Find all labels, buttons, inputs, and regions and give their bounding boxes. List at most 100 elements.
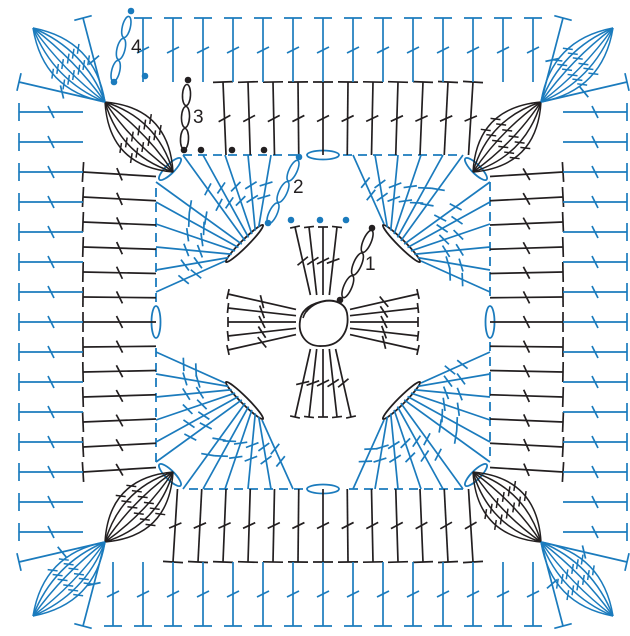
stitch-top [304, 226, 314, 227]
round-2-stitch [408, 202, 490, 248]
round-1-stitch [227, 327, 296, 341]
stitch-top [563, 412, 564, 432]
round-3-corner-fan [473, 472, 541, 542]
round-3-stitch [490, 437, 564, 457]
round-2-stitch [225, 155, 252, 234]
round-4-corner-fan [541, 28, 613, 102]
round-3-stitch [82, 187, 156, 207]
round-3-stitch [463, 489, 483, 563]
fan-stitch [105, 472, 173, 542]
stitch-post [156, 224, 235, 251]
fan-stitch-bar [588, 570, 590, 580]
round-4-stitch [464, 562, 482, 626]
stitch-post [353, 420, 384, 489]
round-3-stitch [83, 287, 156, 307]
round-1-stitch [336, 349, 356, 418]
stitch-bar [201, 233, 203, 246]
fan-stitch [105, 102, 173, 172]
round-3-stitch [363, 82, 383, 155]
round-2-stitch [156, 202, 238, 248]
round-4-stitch [19, 523, 83, 541]
round-4-stitch [374, 18, 392, 82]
stitch-top [562, 437, 563, 457]
round-1-stitch [328, 349, 342, 418]
stitch-top [563, 387, 564, 407]
round-4-stitch [224, 18, 242, 82]
stitch-bar [276, 456, 284, 466]
stitch-post [397, 155, 443, 237]
fan-stitch [473, 102, 541, 172]
round-1-stitch [327, 226, 342, 295]
stitch-top [227, 303, 228, 313]
fan-stitch [33, 542, 105, 616]
round-3-stitch [388, 82, 408, 155]
round-2-stitch [225, 410, 252, 489]
fan-stitch [473, 102, 541, 172]
stitch-bar [189, 200, 191, 213]
fan-stitch-bar [498, 146, 508, 147]
stitch-bar [234, 442, 247, 444]
round-4-stitch [19, 133, 83, 151]
fan-stitch [473, 472, 541, 542]
slip-stitch-dot [296, 154, 303, 161]
round-4-stitch [19, 313, 83, 331]
fan-stitch-bar [68, 590, 78, 591]
slip-stitch-dot [181, 147, 188, 154]
fan-stitch-bar [53, 574, 63, 575]
round-2-stitch [397, 407, 443, 489]
round-4-stitch [164, 562, 182, 626]
stitch-top [438, 81, 458, 82]
fan-stitch [105, 472, 173, 542]
stitch-post [203, 155, 249, 237]
round-4-stitch [434, 18, 452, 82]
round-2-stitch [408, 396, 490, 442]
chain-loop [109, 60, 122, 83]
fan-stitch [541, 542, 613, 616]
round-3-stitch [338, 489, 358, 562]
stitch-top [82, 437, 83, 457]
round-2-stitch [353, 420, 384, 489]
fan-stitch-bar [159, 125, 161, 135]
round-2-stitch [404, 182, 490, 244]
fan-stitch-bar [63, 80, 65, 90]
round-1-stitch [304, 226, 318, 295]
fan-stitch [541, 28, 613, 102]
round-1-stitch [227, 335, 296, 355]
stitch-bar [215, 456, 228, 457]
stitch-post [401, 155, 463, 241]
fan-stitch [105, 102, 173, 172]
fan-stitch-bar [552, 60, 562, 61]
fan-stitch-bar [132, 132, 134, 142]
fan-stitch-bar [515, 142, 525, 143]
fan-stitch-bar [155, 513, 165, 514]
stitch-top [213, 562, 233, 563]
fan-stitch-bar [73, 594, 83, 595]
round-4-stitch [374, 562, 392, 626]
fan-stitch-bar [78, 65, 80, 75]
round-4-stitch [563, 103, 627, 121]
stitch-post [156, 400, 242, 462]
round-1-stitch [227, 303, 296, 318]
stitch-post [397, 407, 443, 489]
fan-stitch-bar [566, 569, 568, 579]
stitch-top [227, 331, 228, 341]
fan-stitch [33, 28, 105, 102]
fan-stitch-bar [504, 152, 514, 153]
fan-stitch-bar [581, 555, 583, 565]
fan-stitch-bar [506, 509, 508, 519]
round-1 [224, 223, 423, 422]
fan-stitch [473, 102, 541, 172]
round-1-stitch [228, 316, 296, 328]
round-3-stitch [490, 387, 563, 407]
fan-stitch-bar [127, 507, 137, 508]
fan-stitch-bar [84, 583, 94, 584]
stitch-top [417, 331, 418, 341]
fan-stitch-bar [567, 590, 569, 600]
round-4-stitch [19, 103, 83, 121]
fan-stitch-bar [48, 570, 58, 571]
round-2-stitch [183, 155, 245, 241]
round-4-corner-fan [33, 28, 105, 102]
fan-stitch [105, 472, 173, 542]
fan-stitch-bar [503, 492, 505, 502]
round-3-starting-chain [180, 84, 191, 149]
